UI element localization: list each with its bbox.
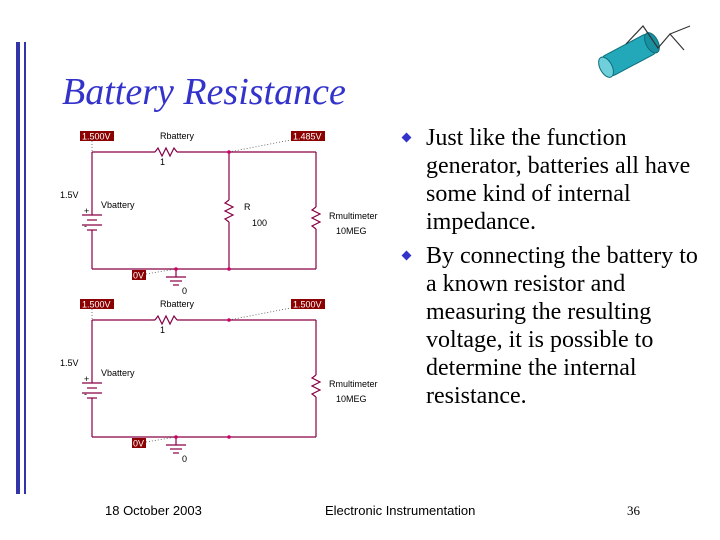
circuit-diagram: 1.500V 1.485V 0V Rbattery 1 1.5V Vbatter… [60, 131, 378, 464]
source-voltage: 1.5V [60, 358, 79, 368]
polarity-plus: + [84, 374, 89, 384]
circuit-top [91, 146, 322, 277]
footer-date: 18 October 2003 [105, 503, 202, 518]
voltage-tag [132, 438, 146, 448]
left-bar-thick [16, 42, 20, 494]
component-value: 1 [160, 157, 165, 167]
component-value: 100 [252, 218, 267, 228]
voltage-tag-label: 1.500V [82, 132, 111, 142]
voltage-tag [132, 270, 146, 280]
polarity-minus: - [84, 221, 87, 231]
bullet-text: By connecting the battery to a known res… [426, 243, 698, 409]
component-label: Vbattery [101, 368, 135, 378]
bullet-item: Just like the function generator, batter… [400, 124, 700, 236]
ground-node-label: 0 [182, 454, 187, 464]
voltage-tag-label: 1.500V [293, 300, 322, 310]
voltage-tag [291, 299, 325, 309]
component-value: 1 [160, 325, 165, 335]
footer-course: Electronic Instrumentation [325, 503, 476, 518]
page-title: Battery Resistance [62, 71, 346, 113]
component-label: R [244, 202, 251, 212]
diamond-bullet-icon [401, 250, 412, 261]
voltage-tag-label: 0V [133, 271, 144, 281]
left-bar-thin [24, 42, 26, 494]
voltage-tag-label: 0V [133, 439, 144, 449]
circuit-bottom [91, 314, 322, 445]
source-voltage: 1.5V [60, 190, 79, 200]
polarity-minus: - [84, 389, 87, 399]
voltage-tag [80, 131, 114, 141]
voltage-tag-label: 1.500V [82, 300, 111, 310]
battery-symbol-bottom [82, 382, 102, 402]
voltage-tag [80, 299, 114, 309]
component-label: Vbattery [101, 200, 135, 210]
component-label: Rmultimeter [329, 211, 378, 221]
battery-logo-icon [598, 25, 691, 78]
bullet-text: Just like the function generator, batter… [426, 125, 691, 235]
bullet-list: Just like the function generator, batter… [400, 124, 700, 416]
ground-node-label: 0 [182, 286, 187, 296]
voltage-tag-label: 1.485V [293, 132, 322, 142]
footer-page-number: 36 [627, 503, 640, 518]
battery-symbol-top [82, 214, 102, 234]
bullet-item: By connecting the battery to a known res… [400, 242, 700, 410]
component-label: Rbattery [160, 131, 195, 141]
component-value: 10MEG [336, 394, 367, 404]
component-label: Rbattery [160, 299, 195, 309]
voltage-tag [291, 131, 325, 141]
component-value: 10MEG [336, 226, 367, 236]
component-label: Rmultimeter [329, 379, 378, 389]
polarity-plus: + [84, 206, 89, 216]
ground-icon-top [166, 276, 186, 286]
diamond-bullet-icon [401, 132, 412, 143]
ground-icon-bottom [166, 444, 186, 454]
